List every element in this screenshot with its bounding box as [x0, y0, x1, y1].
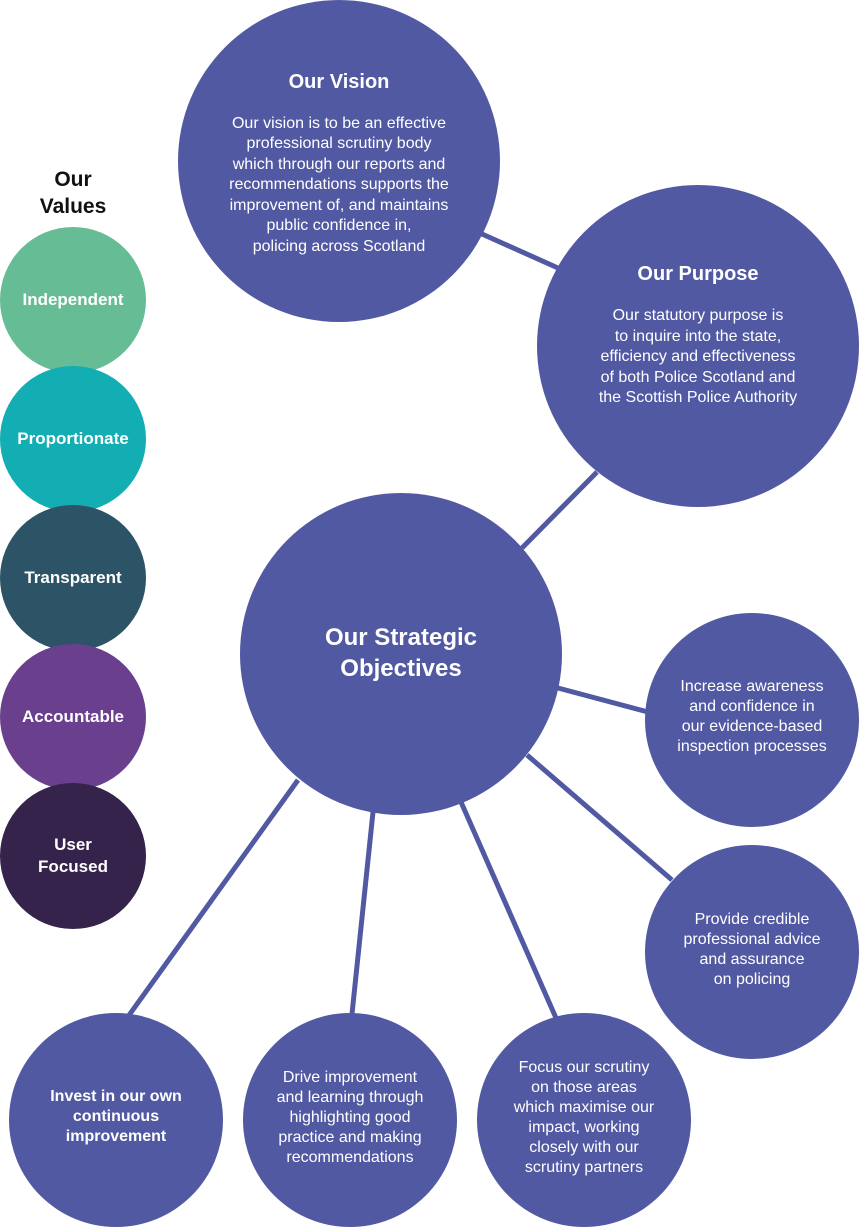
purpose-title: Our Purpose	[637, 263, 759, 286]
vision-body: Our vision is to be an effective profess…	[229, 114, 449, 255]
objective-drive-text: Drive improvement and learning through h…	[276, 1069, 424, 1166]
value-transparent: Transparent	[0, 505, 146, 651]
objective-drive-circle: Drive improvement and learning through h…	[243, 1013, 457, 1227]
objective-invest-circle: Invest in our own continuous improvement	[9, 1013, 223, 1227]
connector-strategic-advice	[525, 753, 674, 882]
objective-advice-text: Provide credible professional advice and…	[683, 911, 821, 988]
objective-awareness-text: Increase awareness and confidence in our…	[677, 678, 827, 755]
value-label: Independent	[22, 290, 124, 309]
objective-advice-circle: Provide credible professional advice and…	[645, 845, 859, 1059]
connector-vision-purpose	[480, 231, 560, 271]
strategic-objectives-title: Our Strategic Objectives	[324, 624, 478, 682]
objective-focus-circle: Focus our scrutiny on those areas which …	[477, 1013, 691, 1227]
value-label: Transparent	[24, 568, 122, 587]
vision-title: Our Vision	[288, 70, 390, 93]
value-label: Accountable	[21, 707, 125, 726]
value-independent: Independent	[0, 227, 146, 373]
objective-awareness-circle: Increase awareness and confidence in our…	[645, 613, 859, 827]
strategic-objectives-circle: Our Strategic Objectives	[240, 493, 562, 815]
objective-invest-text: Invest in our own continuous improvement	[50, 1088, 182, 1145]
value-accountable: Accountable	[0, 644, 146, 790]
values-heading: Our Values	[39, 168, 107, 218]
value-user-focused: User Focused	[0, 783, 146, 929]
connector-strategic-invest	[124, 778, 301, 1020]
purpose-circle: Our Purpose Our statutory purpose is to …	[537, 185, 859, 507]
value-label: User Focused	[38, 835, 108, 876]
connector-strategic-drive	[349, 811, 376, 1015]
vision-circle: Our Vision Our vision is to be an effect…	[178, 0, 500, 322]
connector-strategic-focus	[458, 800, 559, 1020]
connector-strategic-awareness	[557, 685, 649, 715]
value-proportionate: Proportionate	[0, 366, 146, 512]
value-label: Proportionate	[17, 429, 129, 448]
purpose-body: Our statutory purpose is to inquire into…	[598, 307, 798, 407]
objective-focus-text: Focus our scrutiny on those areas which …	[513, 1059, 655, 1176]
connector-purpose-strategic	[520, 470, 599, 550]
